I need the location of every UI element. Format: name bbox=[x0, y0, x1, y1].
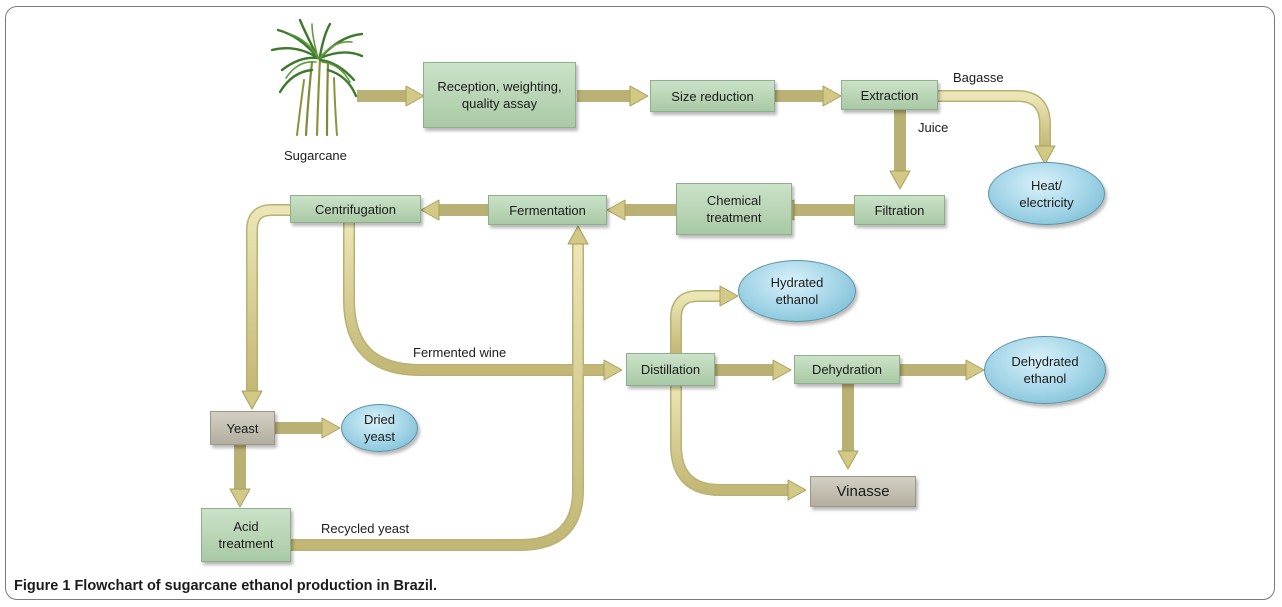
arrowhead bbox=[229, 488, 251, 508]
arrowhead bbox=[787, 479, 807, 501]
distillation-box: Distillation bbox=[626, 353, 715, 386]
bagasse-label: Bagasse bbox=[953, 70, 1004, 85]
arrowhead bbox=[405, 85, 425, 107]
arrowhead bbox=[629, 85, 649, 107]
chemical-treatment-box: Chemical treatment bbox=[676, 183, 792, 235]
vinasse-box: Vinasse bbox=[810, 476, 916, 507]
arrowhead bbox=[837, 450, 859, 470]
arrow-recycled-fermentation bbox=[291, 242, 584, 551]
sugarcane-label: Sugarcane bbox=[284, 148, 347, 163]
sugarcane-icon bbox=[270, 18, 364, 137]
centrifugation-box: Centrifugation bbox=[290, 195, 421, 223]
figure-frame bbox=[5, 6, 1275, 600]
arrow-centrifugation-yeast bbox=[246, 204, 290, 392]
arrowhead bbox=[822, 85, 842, 107]
figure-caption: Figure 1 Flowchart of sugarcane ethanol … bbox=[14, 578, 437, 594]
arrowhead bbox=[321, 417, 341, 439]
arrowhead bbox=[889, 170, 911, 190]
dried-yeast-oval: Dried yeast bbox=[341, 404, 418, 452]
hydrated-ethanol-oval: Hydrated ethanol bbox=[738, 260, 856, 322]
arrowhead bbox=[719, 285, 739, 307]
size-reduction-box: Size reduction bbox=[650, 80, 775, 112]
dehydrated-ethanol-oval: Dehydrated ethanol bbox=[984, 336, 1106, 404]
arrowhead bbox=[606, 199, 626, 221]
arrowhead bbox=[1034, 145, 1056, 165]
reception-box: Reception, weighting, quality assay bbox=[423, 62, 576, 128]
arrowhead bbox=[241, 390, 263, 410]
yeast-box: Yeast bbox=[210, 411, 275, 445]
heat-electricity-oval: Heat/ electricity bbox=[988, 162, 1105, 225]
recycled-yeast-label: Recycled yeast bbox=[321, 521, 410, 536]
fermentation-box: Fermentation bbox=[488, 195, 607, 225]
arrowhead bbox=[965, 359, 985, 381]
juice-label: Juice bbox=[918, 120, 949, 135]
filtration-box: Filtration bbox=[854, 195, 945, 225]
caption-text: Flowchart of sugarcane ethanol productio… bbox=[74, 578, 437, 594]
fermented-wine-label: Fermented wine bbox=[413, 345, 507, 360]
arrowhead bbox=[567, 225, 589, 245]
extraction-box: Extraction bbox=[841, 80, 938, 110]
arrowhead bbox=[603, 359, 623, 381]
caption-prefix: Figure 1 bbox=[14, 578, 71, 594]
dehydration-box: Dehydration bbox=[794, 355, 900, 384]
arrowhead bbox=[772, 359, 792, 381]
arrow-extraction-heat bbox=[938, 90, 1051, 147]
arrowhead bbox=[420, 199, 440, 221]
arrow-distillation-vinasse bbox=[670, 386, 790, 496]
acid-treatment-box: Acid treatment bbox=[201, 508, 291, 562]
